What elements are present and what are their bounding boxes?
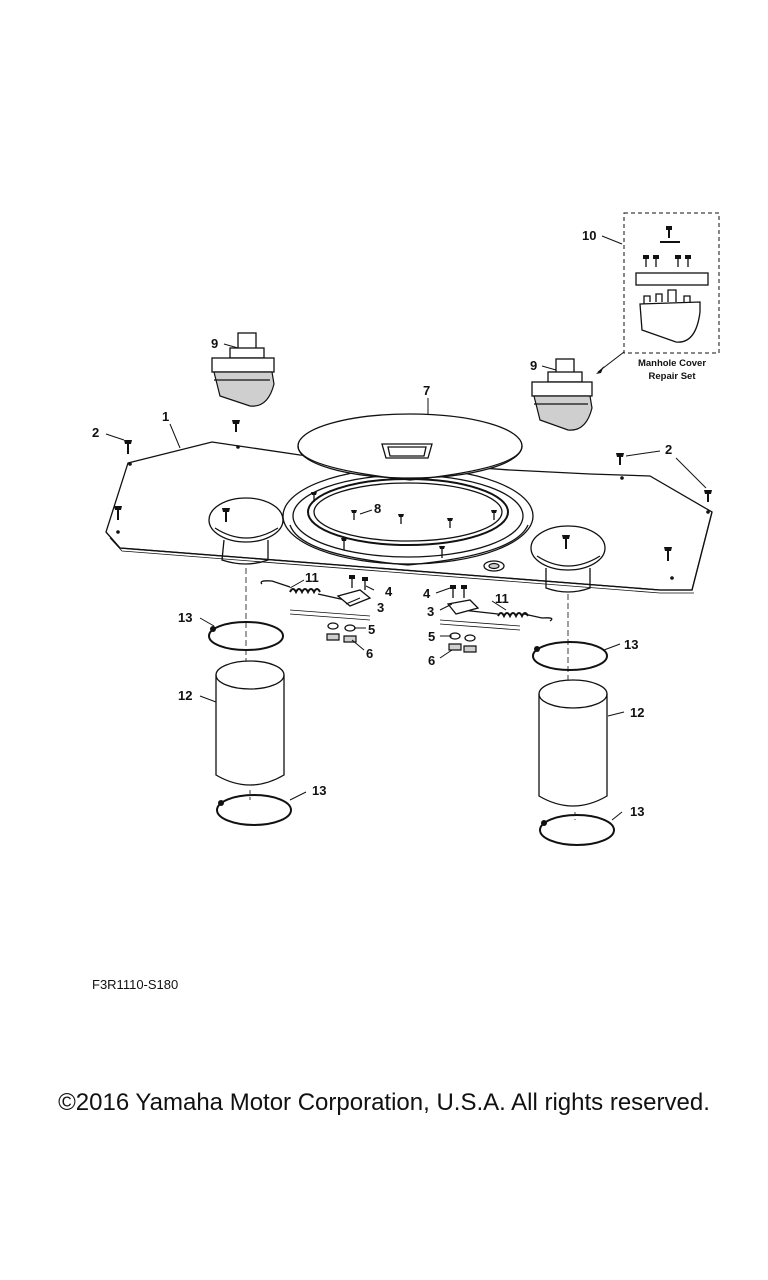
deck-screws (114, 420, 712, 561)
kit-caption-line2: Repair Set (649, 371, 697, 382)
callout-12-left: 12 (178, 688, 192, 703)
callout-12-right: 12 (630, 705, 644, 720)
hinge-block-right (531, 358, 593, 431)
callout-4-left: 4 (385, 584, 393, 599)
right-sleeve-assembly (532, 594, 615, 846)
callout-11-right: 11 (495, 591, 509, 606)
callout-11-left: 11 (305, 570, 319, 585)
callout-13-upper-right: 13 (624, 637, 638, 652)
right-cup-holder-opening (530, 525, 606, 593)
callout-9-right: 9 (530, 358, 537, 373)
copyright-notice: ©2016 Yamaha Motor Corporation, U.S.A. A… (58, 1089, 710, 1116)
callout-labels: 1 2 2 3 3 4 4 5 5 6 6 7 8 9 9 10 11 11 1… (92, 228, 672, 819)
leader-lines (105, 235, 707, 821)
callout-5-left: 5 (368, 622, 375, 637)
callout-6-left: 6 (366, 646, 373, 661)
callout-13-upper-left: 13 (178, 610, 192, 625)
callout-8: 8 (374, 501, 381, 516)
callout-6-right: 6 (428, 653, 435, 668)
callout-3-right: 3 (427, 604, 434, 619)
callout-2-left: 2 (92, 425, 99, 440)
callout-13-lower-right: 13 (630, 804, 644, 819)
manhole-cover-lid (297, 413, 523, 481)
callout-5-right: 5 (428, 629, 435, 644)
left-sleeve-assembly (208, 568, 292, 826)
kit-caption-line1: Manhole Cover (638, 358, 706, 369)
callout-3-left: 3 (377, 600, 384, 615)
diagram-part-code: F3R1110-S180 (92, 977, 179, 992)
callout-13-lower-left: 13 (312, 783, 326, 798)
latch-assembly-right (439, 585, 553, 653)
manhole-cover-repair-set (623, 212, 720, 354)
callout-1: 1 (162, 409, 169, 424)
callout-7: 7 (423, 383, 430, 398)
callout-9-left: 9 (211, 336, 218, 351)
callout-4-right: 4 (423, 586, 431, 601)
latch-assembly-left (260, 575, 372, 643)
callout-2-right: 2 (665, 442, 672, 457)
callout-10: 10 (582, 228, 596, 243)
hinge-block-left (211, 332, 275, 407)
